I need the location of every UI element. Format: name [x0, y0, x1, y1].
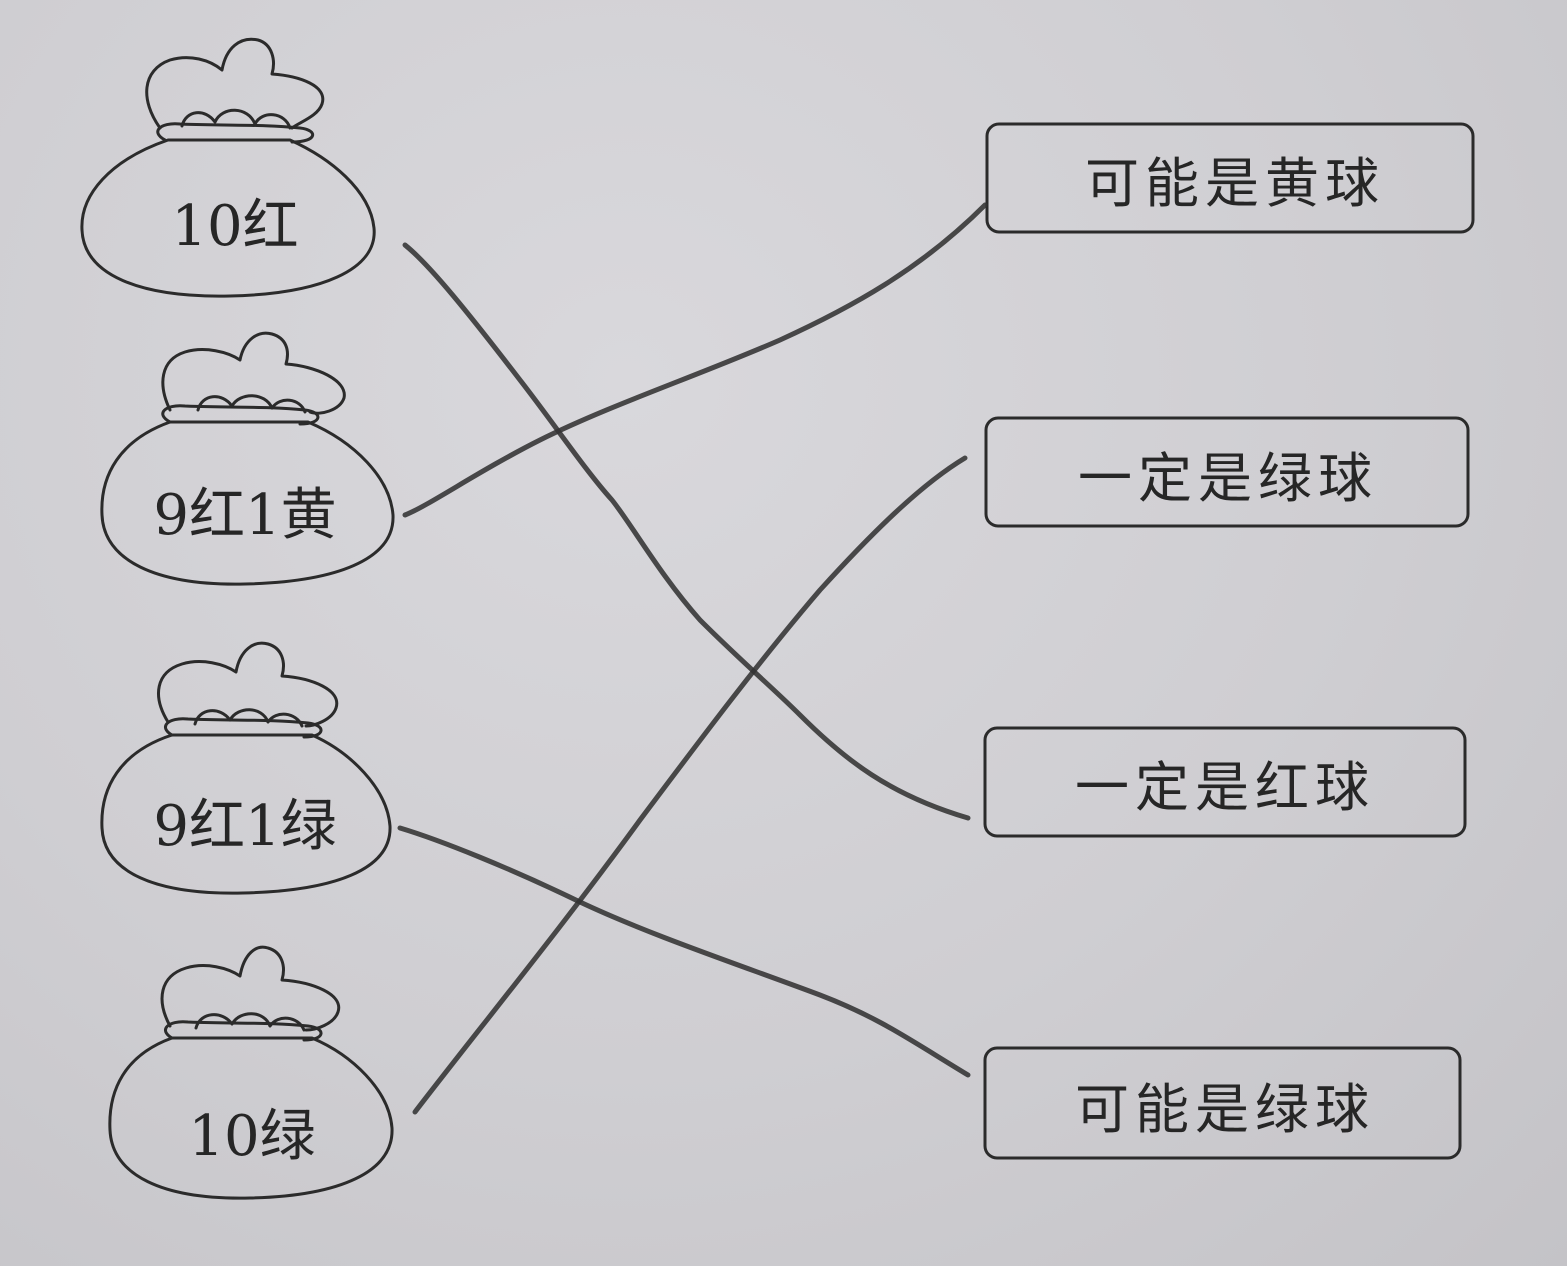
bag-body	[80, 138, 376, 298]
match-line-9-red-1-green-to-maybe-green	[397, 825, 971, 1078]
bag-neck	[161, 404, 320, 426]
bag-10-green[interactable]: 10绿	[108, 945, 394, 1200]
match-line-10-green-to-surely-green	[412, 455, 968, 1115]
match-line-9-red-1-yellow-to-maybe-yellow	[402, 202, 988, 518]
outcome-label: 可能是黄球	[1085, 152, 1385, 215]
outcome-label: 一定是红球	[1075, 756, 1375, 819]
bag-top	[160, 945, 341, 1032]
bag-10-red[interactable]: 10红	[80, 37, 376, 298]
outcome-maybe-yellow[interactable]: 可能是黄球	[985, 122, 1475, 234]
bag-label: 9红1绿	[153, 794, 336, 859]
bag-top	[161, 331, 346, 415]
outcome-surely-green[interactable]: 一定是绿球	[984, 416, 1470, 528]
bag-9-red-1-green[interactable]: 9红1绿	[100, 641, 392, 895]
bag-balls	[196, 394, 307, 414]
bag-balls	[193, 708, 304, 728]
bag-label: 10绿	[188, 1104, 315, 1169]
outcome-box	[984, 416, 1470, 528]
outcome-maybe-green[interactable]: 可能是绿球	[983, 1046, 1462, 1160]
outcome-box	[983, 1046, 1462, 1160]
bag-top	[145, 37, 325, 130]
bag-label: 10红	[171, 194, 298, 259]
bag-body	[108, 1036, 394, 1200]
bag-body	[100, 733, 392, 895]
bag-body	[100, 420, 395, 586]
outcome-label: 可能是绿球	[1075, 1078, 1375, 1141]
bag-balls	[194, 1012, 306, 1032]
outcome-surely-red[interactable]: 一定是红球	[983, 726, 1467, 838]
bag-balls	[180, 108, 292, 130]
outcome-box	[985, 122, 1475, 234]
outcome-box	[983, 726, 1467, 838]
bag-top	[157, 641, 339, 728]
outcome-label: 一定是绿球	[1078, 447, 1378, 510]
bag-9-red-1-yellow[interactable]: 9红1黄	[100, 331, 395, 586]
match-line-10-red-to-surely-red	[402, 242, 971, 821]
bag-label: 9红1黄	[153, 483, 336, 548]
